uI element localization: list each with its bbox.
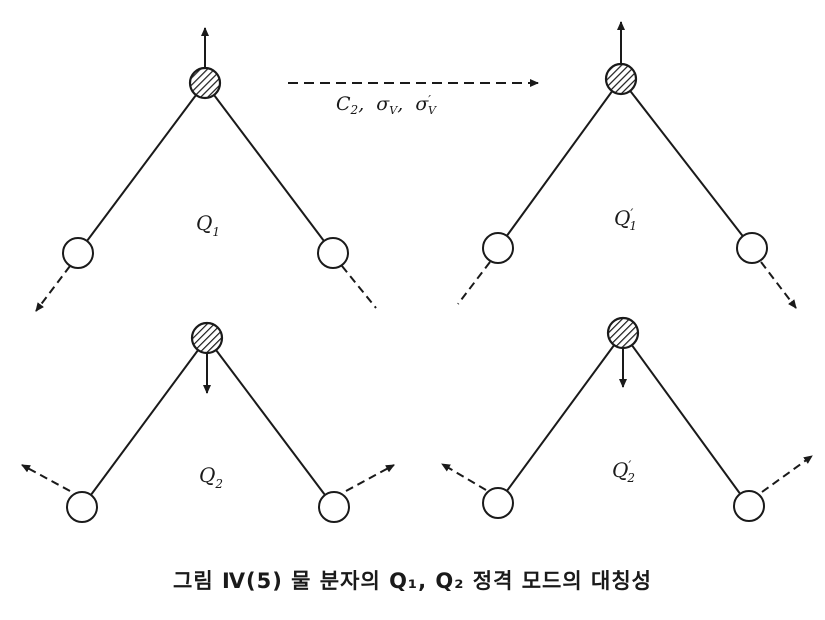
oxygen-atom bbox=[604, 62, 638, 96]
mode-label: Q2 bbox=[199, 463, 223, 491]
mode-q1-prime-panel: Q′1 bbox=[457, 21, 797, 309]
bond-left bbox=[497, 78, 622, 249]
hydrogen-atom-right bbox=[317, 237, 349, 269]
oxygen-atom bbox=[606, 316, 640, 350]
hydrogen-atom-left bbox=[482, 487, 514, 519]
hydrogen-atom-right bbox=[736, 232, 768, 264]
hydrogen-atom-left bbox=[62, 237, 94, 269]
symmetry-operation: C2, σV, σ′V bbox=[288, 79, 539, 117]
mode-label: Q1 bbox=[196, 211, 220, 239]
bond-right bbox=[622, 332, 750, 507]
hydrogen-left-displacement-arrow bbox=[35, 265, 71, 312]
hydrogen-atom-left bbox=[482, 232, 514, 264]
bond-right bbox=[204, 82, 334, 254]
hydrogen-left-displacement-arrow bbox=[21, 464, 71, 492]
hydrogen-right-displacement-arrow bbox=[760, 261, 797, 309]
hydrogen-atom-left bbox=[66, 491, 98, 523]
hydrogen-left-displacement-arrow bbox=[457, 261, 491, 305]
bond-left bbox=[497, 332, 624, 504]
bond-right bbox=[206, 337, 335, 508]
hydrogen-left-displacement-arrow bbox=[441, 463, 487, 491]
hydrogen-right-displacement-arrow bbox=[341, 265, 377, 309]
hydrogen-atom-right bbox=[318, 491, 350, 523]
mode-q2-panel: Q2 bbox=[21, 321, 395, 523]
bond-left bbox=[81, 337, 208, 508]
mode-label: Q′2 bbox=[612, 458, 635, 485]
figure-caption: 그림 Ⅳ(5) 물 분자의 Q₁, Q₂ 정격 모드의 대칭성 bbox=[173, 569, 652, 593]
hydrogen-atom-right bbox=[733, 490, 765, 522]
mode-q1-panel: Q1 bbox=[35, 27, 377, 312]
hydrogen-right-displacement-arrow bbox=[761, 455, 813, 493]
mode-q2-prime-panel: Q′2 bbox=[441, 316, 813, 522]
bond-left bbox=[77, 82, 206, 254]
oxygen-atom bbox=[190, 321, 224, 355]
bond-right bbox=[620, 78, 753, 249]
mode-label: Q′1 bbox=[614, 206, 637, 233]
oxygen-atom bbox=[188, 66, 222, 100]
hydrogen-right-displacement-arrow bbox=[345, 464, 395, 492]
operation-label: C2, σV, σ′V bbox=[336, 93, 437, 117]
